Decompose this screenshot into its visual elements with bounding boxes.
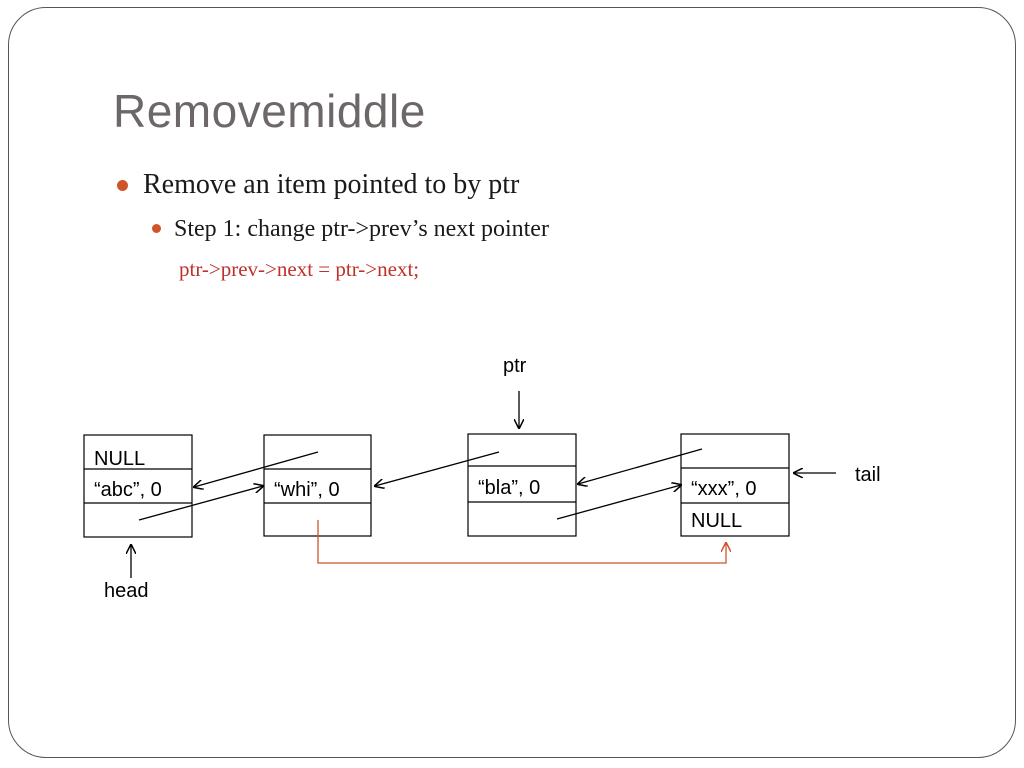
link-xxx-prev-to-bla [578,448,703,484]
tail-label: tail [855,464,881,486]
bullet-marker-icon [152,224,161,233]
node-next-label: NULL [691,510,742,532]
node-bla: “bla”, 0 [467,433,577,537]
node-data-label: “whi”, 0 [274,479,340,501]
node-data-label: “abc”, 0 [94,479,162,501]
code-line: ptr->prev->next = ptr->next; [179,257,420,281]
slide-frame [8,7,1016,758]
node-data-label: “xxx”, 0 [691,478,757,500]
link-abc-next-to-whi [138,486,263,521]
bullet-level-2: Step 1: change ptr->prev’s next pointer [174,216,549,242]
link-whi-prev-to-abc [194,451,319,487]
ptr-label: ptr [503,355,527,377]
head-label: head [104,580,149,602]
node-abc: NULL “abc”, 0 [83,434,193,538]
bullet-marker-icon [117,180,128,191]
slide-title: Removemiddle [113,85,426,137]
bullet-level-1: Remove an item pointed to by ptr [143,169,520,200]
link-whi-next-to-xxx-highlight [317,520,726,564]
node-prev-label: NULL [94,448,145,470]
node-xxx: “xxx”, 0 NULL [680,433,790,537]
node-data-label: “bla”, 0 [478,477,540,499]
link-bla-next-to-xxx [556,485,681,520]
link-bla-prev-to-whi [375,451,500,486]
